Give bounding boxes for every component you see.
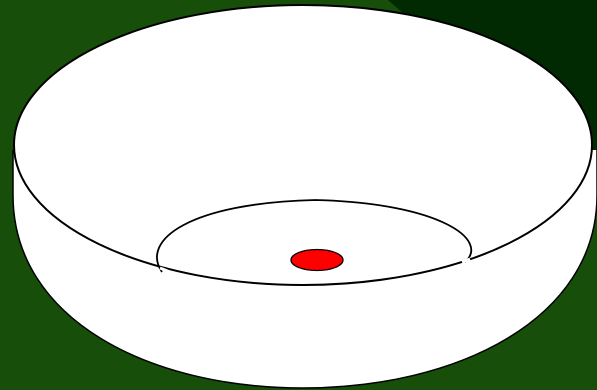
bowl-rim bbox=[14, 5, 592, 285]
red-marker bbox=[291, 250, 343, 271]
